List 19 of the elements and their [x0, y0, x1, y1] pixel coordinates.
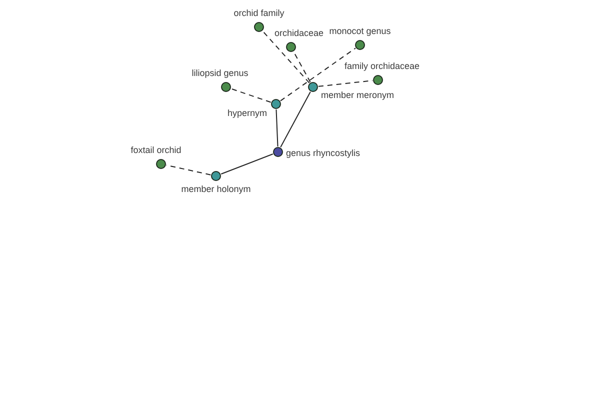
node-label: orchid family [234, 8, 284, 19]
node-label: liliopsid genus [192, 68, 248, 79]
connector-line [166, 164, 212, 176]
node-label: member holonym [181, 184, 251, 195]
connector-line [280, 48, 356, 102]
node-label: genus rhyncostylis [286, 148, 360, 158]
node-label: foxtail orchid [130, 145, 182, 156]
connector-line [230, 88, 272, 103]
connector-line [262, 30, 310, 84]
node-label: orchidaceae [274, 28, 324, 39]
node-label: monocot genus [329, 26, 391, 37]
node-label: member meronym [321, 90, 394, 101]
connector-line [220, 153, 274, 175]
node-label: family orchidaceae [344, 61, 420, 72]
connector-line [276, 109, 278, 147]
node-label: hypernym [227, 108, 267, 119]
connector-line [318, 80, 374, 87]
connector-line [293, 51, 311, 83]
connector-line [280, 91, 311, 148]
